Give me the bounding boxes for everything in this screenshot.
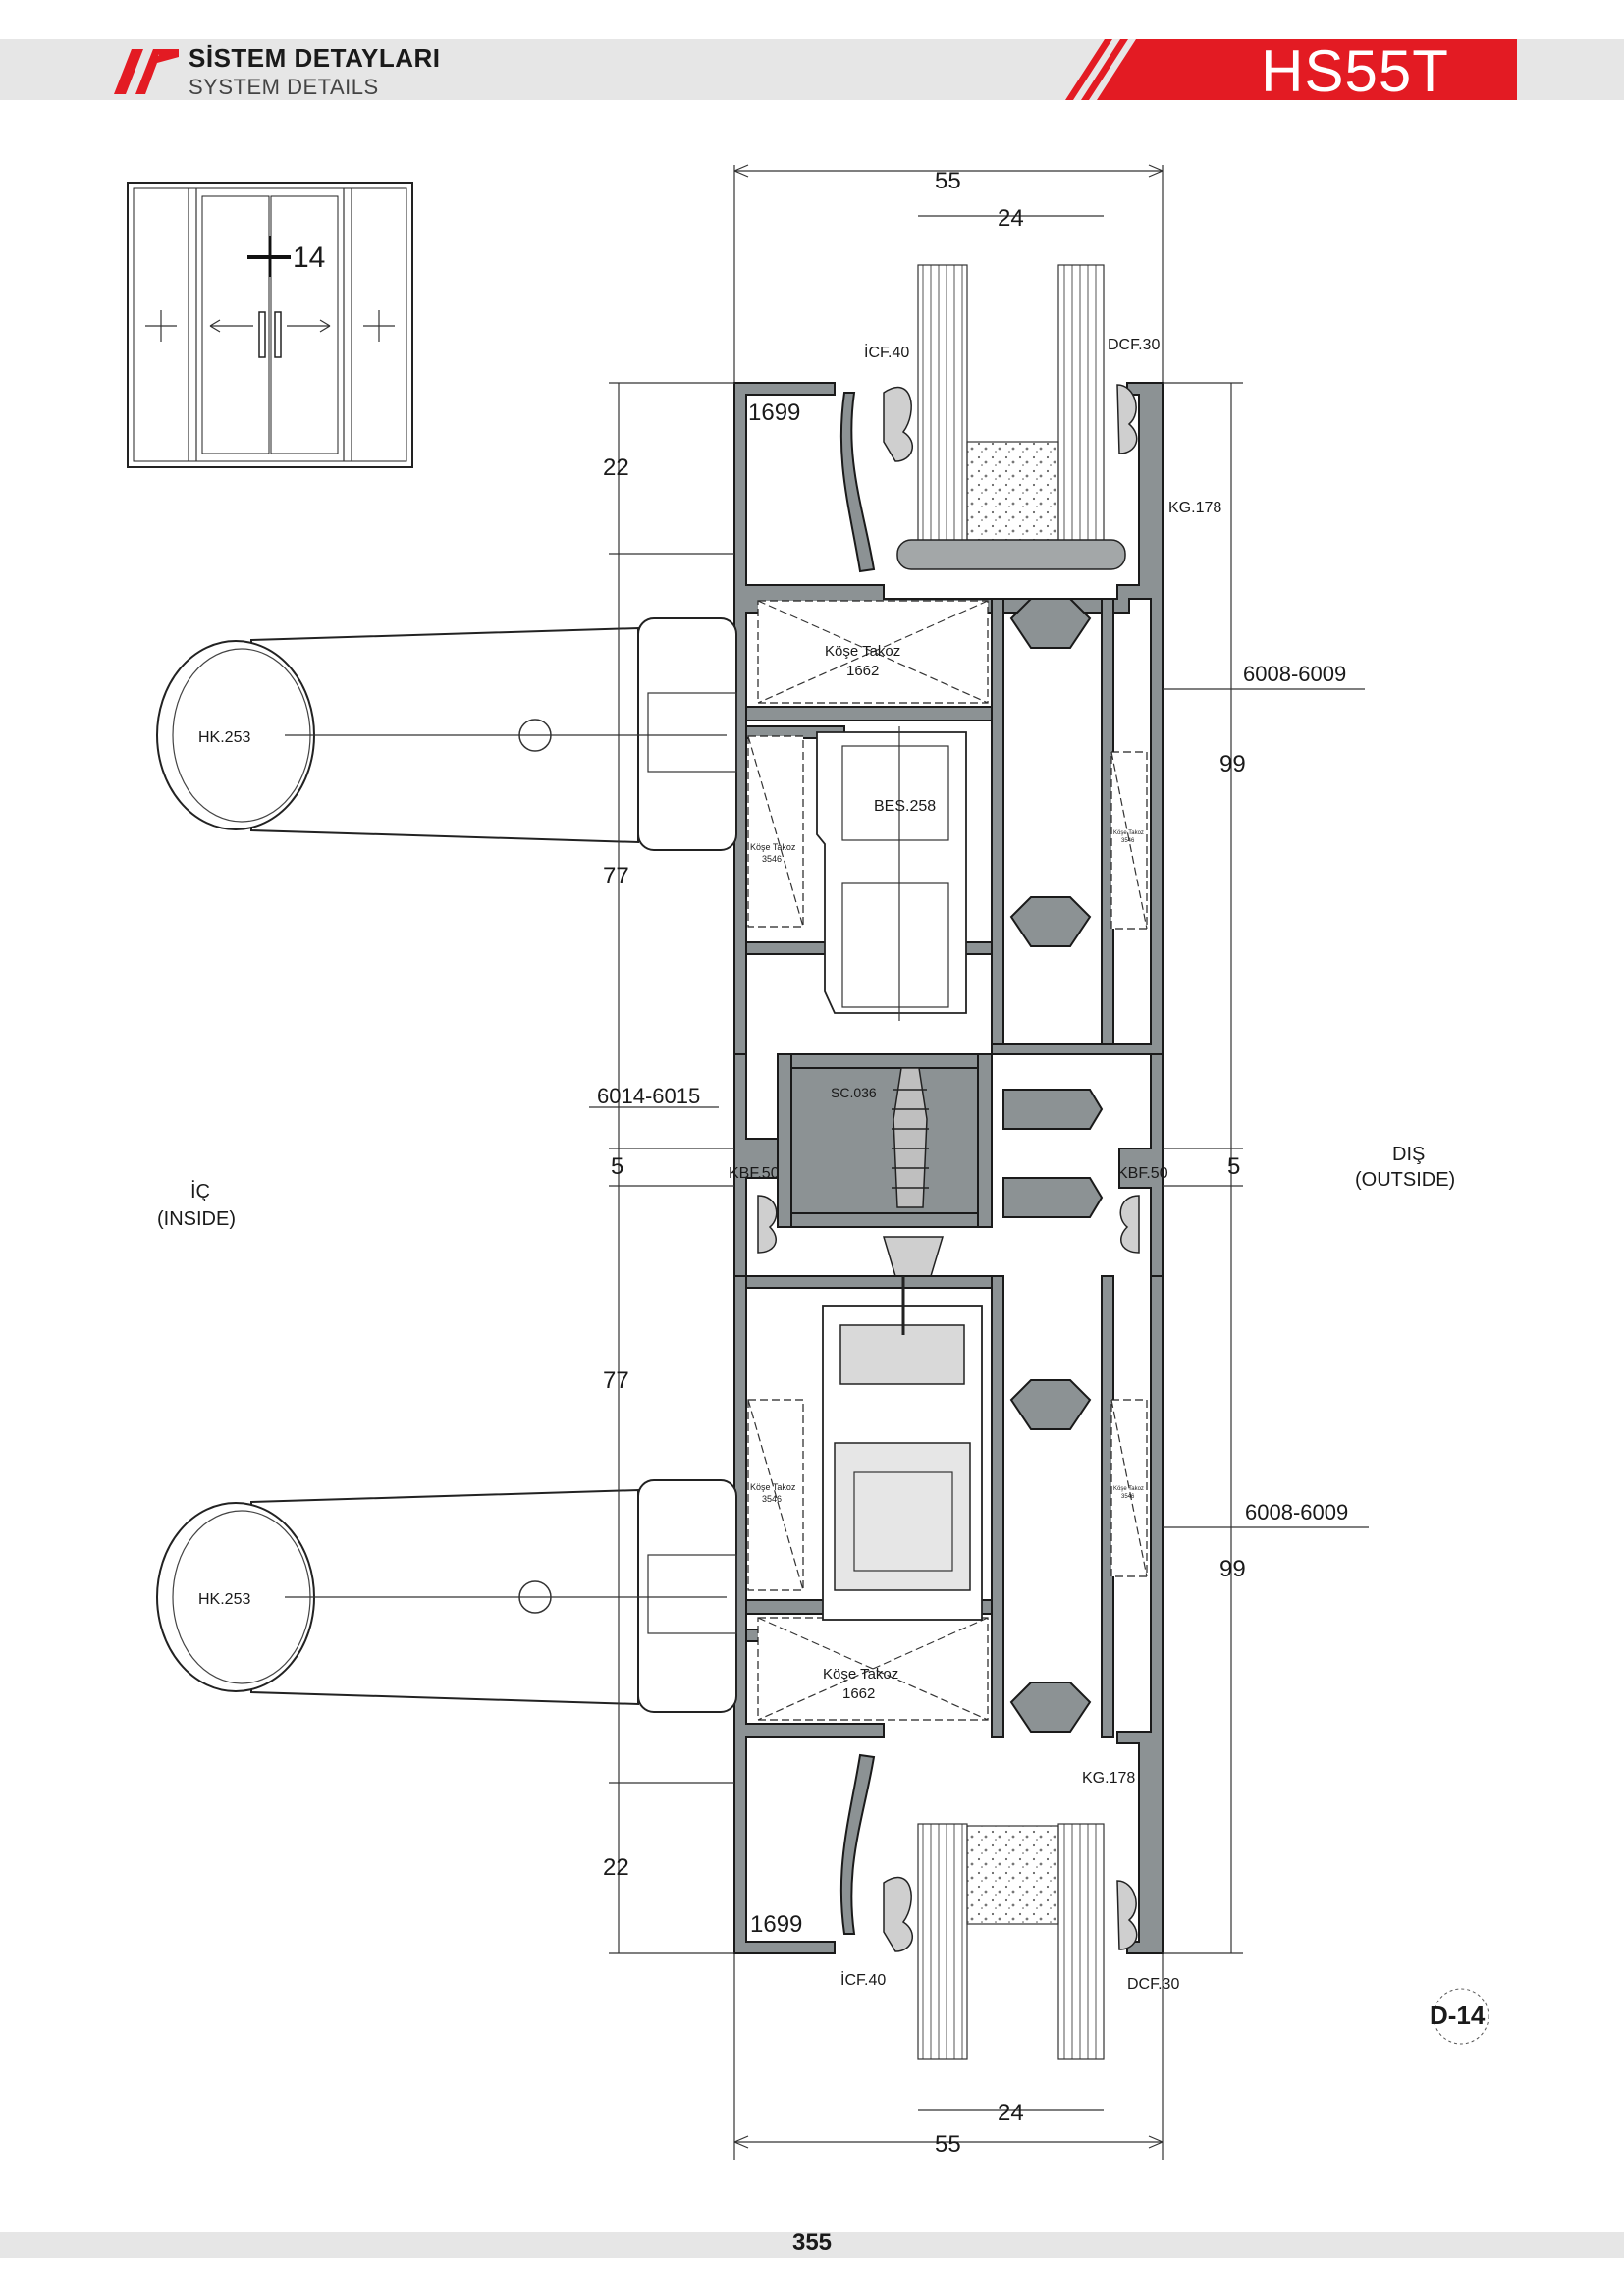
label-handle-top: HK.253 bbox=[198, 729, 250, 746]
dim-left-gap-5: 5 bbox=[611, 1153, 623, 1180]
dim-top-total: 55 bbox=[935, 168, 961, 194]
label-sc: SC.036 bbox=[831, 1085, 877, 1100]
glass-bottom bbox=[917, 1823, 1105, 2060]
label-kbf-right: KBF.50 bbox=[1117, 1165, 1168, 1182]
label-6008-bottom: 6008-6009 bbox=[1245, 1500, 1348, 1524]
dim-bottom-total: 55 bbox=[935, 2131, 961, 2158]
label-kose-takoz-bottom-num: 1662 bbox=[842, 1685, 875, 1702]
thumbnail-elevation bbox=[127, 182, 413, 468]
model-badge bbox=[1065, 39, 1517, 100]
handle-bottom bbox=[156, 1479, 737, 1713]
brand-logo bbox=[114, 49, 179, 94]
dim-left-lower-77: 77 bbox=[603, 1367, 629, 1394]
label-dcf-top: DCF.30 bbox=[1108, 337, 1160, 353]
central-interlock bbox=[733, 1053, 1164, 1277]
dim-left-bottom-22: 22 bbox=[603, 1854, 629, 1881]
label-kose-takoz-top-num: 1662 bbox=[846, 663, 879, 679]
label-kose-small-r1-num: 3546 bbox=[1121, 838, 1135, 844]
header-title: SİSTEM DETAYLARI bbox=[189, 43, 441, 73]
label-6014: 6014-6015 bbox=[597, 1084, 700, 1108]
detail-ref-circle bbox=[1433, 1988, 1489, 2045]
lower-sash-profile bbox=[733, 1275, 1164, 1954]
label-kbf-left: KBF.50 bbox=[729, 1165, 780, 1182]
label-kose-small-r2: Köşe Takoz bbox=[1113, 1486, 1144, 1492]
label-outside: DIŞ bbox=[1392, 1144, 1425, 1165]
dim-right-lower-99: 99 bbox=[1219, 1556, 1246, 1582]
dim-left-top-22: 22 bbox=[603, 454, 629, 481]
label-icf-bottom: İCF.40 bbox=[840, 1970, 886, 1989]
bes-hardware bbox=[816, 726, 967, 1021]
label-kose-takoz-bottom: Köşe Takoz bbox=[823, 1666, 898, 1682]
label-1699-bottom: 1699 bbox=[750, 1911, 802, 1938]
label-kose-small-r2-num: 3546 bbox=[1121, 1494, 1135, 1500]
bottom-dimension-lines bbox=[733, 2109, 1164, 2149]
label-1699-top: 1699 bbox=[748, 400, 800, 426]
header-subtitle: SYSTEM DETAILS bbox=[189, 75, 379, 99]
label-icf-top: İCF.40 bbox=[864, 343, 909, 361]
model-code: HS55T bbox=[1261, 38, 1449, 104]
right-dimension-chain bbox=[1163, 382, 1369, 1954]
label-inside-en: (INSIDE) bbox=[157, 1208, 236, 1230]
roller-carriage bbox=[822, 1276, 983, 1621]
gaskets bbox=[757, 384, 1140, 1952]
label-bes: BES.258 bbox=[874, 798, 936, 815]
label-outside-en: (OUTSIDE) bbox=[1355, 1169, 1455, 1191]
label-kg-bottom: KG.178 bbox=[1082, 1770, 1135, 1787]
label-kg-top: KG.178 bbox=[1168, 500, 1221, 516]
dim-top-glass: 24 bbox=[998, 205, 1024, 232]
label-kose-small-l2: Köşe Takoz bbox=[750, 1482, 796, 1492]
footer-band bbox=[0, 2232, 1624, 2258]
label-kose-small-l2-num: 3546 bbox=[762, 1494, 782, 1504]
page-number: 355 bbox=[791, 2229, 833, 2256]
upper-sash-profile bbox=[733, 382, 1164, 1055]
dim-left-upper-77: 77 bbox=[603, 863, 629, 889]
dim-right-upper-99: 99 bbox=[1219, 751, 1246, 777]
handle-top bbox=[156, 617, 737, 851]
label-dcf-bottom: DCF.30 bbox=[1127, 1976, 1179, 1993]
dim-right-gap-5: 5 bbox=[1227, 1153, 1240, 1180]
label-kose-small-l1: Köşe Takoz bbox=[750, 842, 796, 852]
label-inside: İÇ bbox=[190, 1180, 210, 1202]
left-dimension-chain bbox=[589, 382, 734, 1954]
label-6008-top: 6008-6009 bbox=[1243, 662, 1346, 686]
detail-ref: D-14 bbox=[1430, 2001, 1486, 2030]
glass-top bbox=[896, 264, 1126, 570]
thumbnail-section-ref: 14 bbox=[293, 241, 325, 274]
dim-bottom-glass: 24 bbox=[998, 2100, 1024, 2126]
label-kose-small-l1-num: 3546 bbox=[762, 854, 782, 864]
label-handle-bottom: HK.253 bbox=[198, 1591, 250, 1608]
corner-blocks bbox=[747, 600, 1148, 1721]
label-kose-small-r1: Köşe Takoz bbox=[1113, 830, 1144, 836]
label-kose-takoz-top: Köşe Takoz bbox=[825, 643, 900, 660]
